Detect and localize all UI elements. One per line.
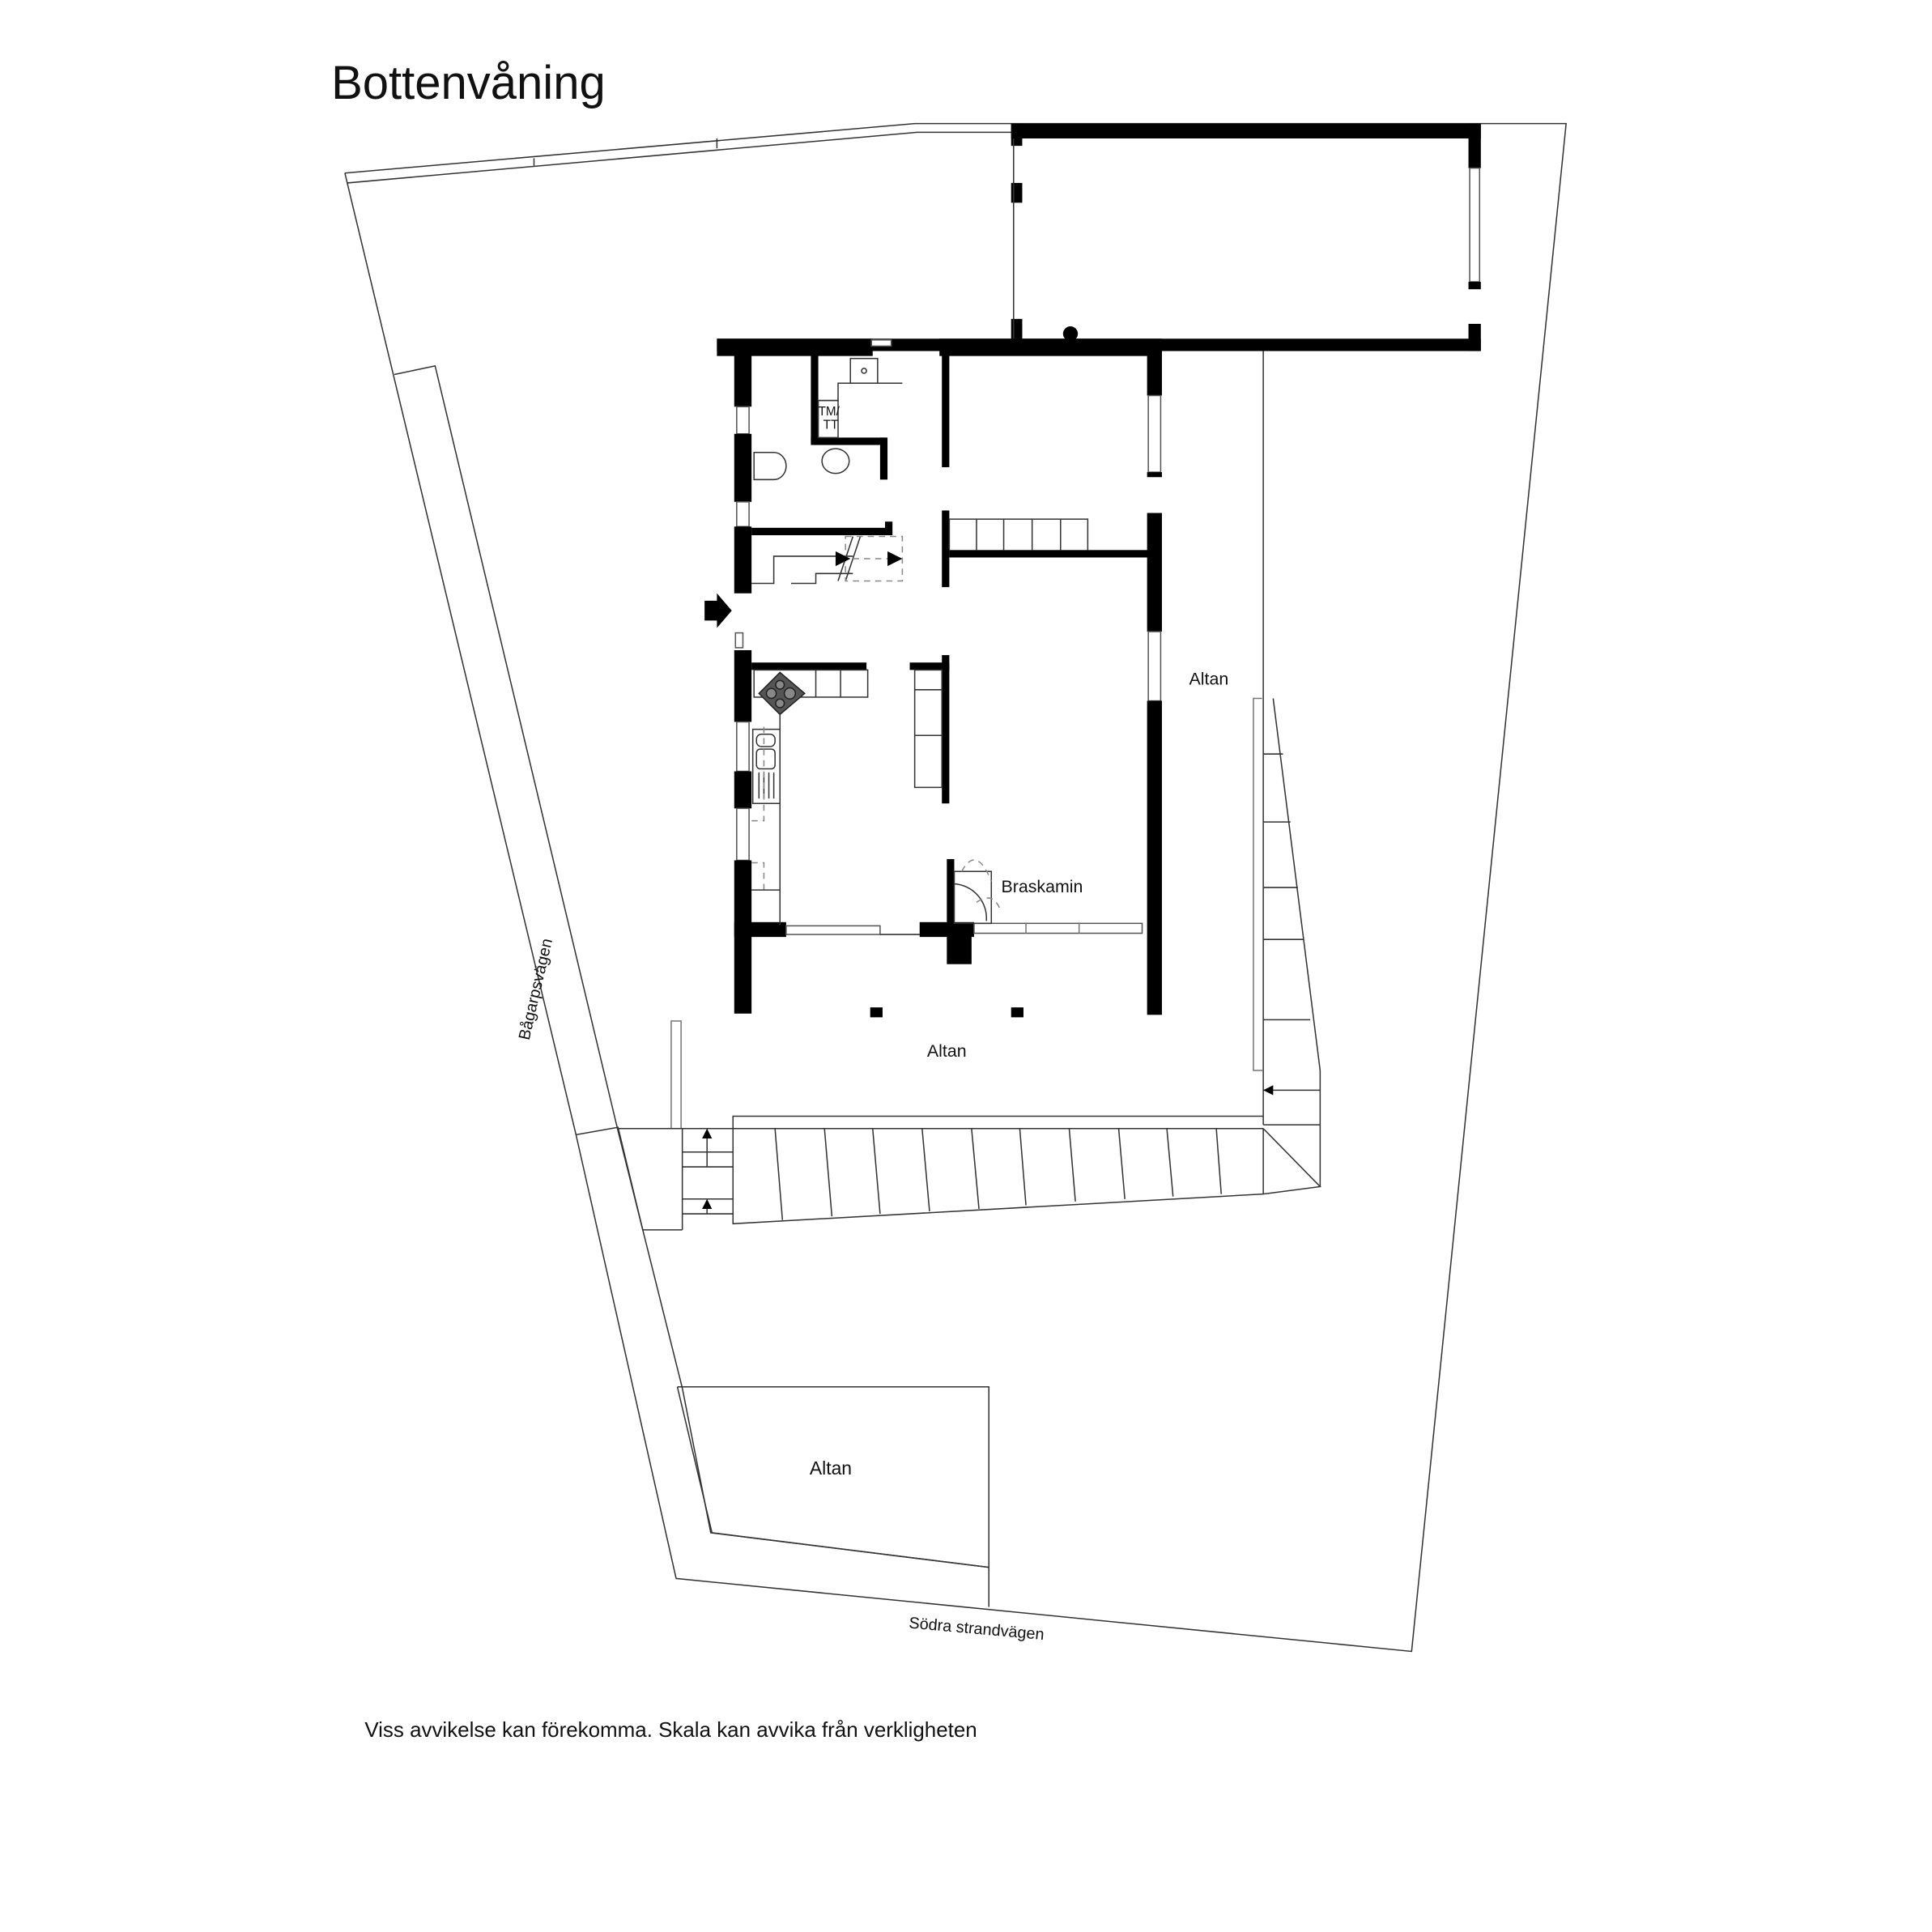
laundry-label-line1: TM/	[819, 405, 840, 419]
washbasin-icon	[821, 448, 850, 474]
lower-deck-label: Altan	[810, 1458, 852, 1479]
interior-walls	[942, 351, 1150, 588]
east-deck-label: Altan	[1189, 670, 1229, 689]
disclaimer-text: Viss avvikelse kan förekomma. Skala kan …	[364, 1719, 977, 1742]
bathroom: TM/ TT	[751, 351, 903, 535]
kitchen-sink-icon	[751, 728, 781, 805]
fireplace: Braskamin	[947, 858, 1083, 925]
south-deck: Altan	[618, 1020, 1321, 1230]
fireplace-label: Braskamin	[1002, 877, 1083, 896]
garage	[717, 123, 1481, 351]
lower-deck: Altan	[676, 1386, 990, 1607]
laundry-label-line2: TT	[823, 419, 839, 432]
page-title: Bottenvåning	[331, 57, 606, 109]
street-label-south: Södra strandvägen	[909, 1615, 1045, 1645]
kitchen-island	[909, 655, 950, 804]
east-deck: Altan	[1189, 351, 1321, 1187]
kitchen	[751, 662, 869, 925]
staircase-entry	[751, 535, 904, 585]
south-deck-label: Altan	[927, 1041, 967, 1061]
toilet-icon	[753, 451, 787, 481]
sink-icon	[849, 357, 879, 384]
house-walls	[704, 338, 1162, 1018]
